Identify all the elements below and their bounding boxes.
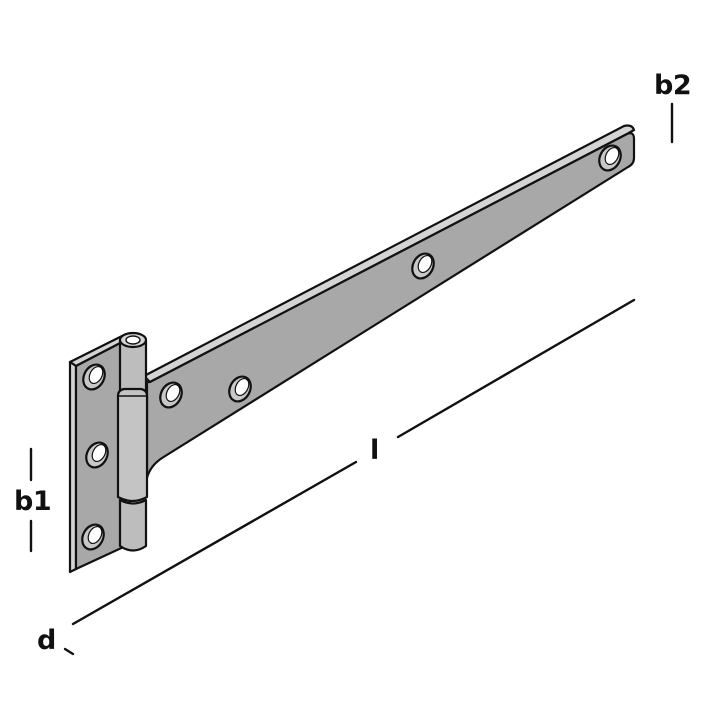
plate-hole-2 [85,441,109,469]
plate-hole-3 [81,523,105,551]
plate [68,332,132,574]
knuckle-top-segment [118,339,148,397]
pin-hole [125,335,141,345]
label-b1: b1 [14,486,52,517]
dimension-lines [29,102,674,656]
strap-hole-2 [228,375,252,403]
label-d: d [37,625,56,656]
strap-hole-3 [411,252,435,280]
dim-tick-d [63,647,75,656]
strap-hole-4 [598,144,622,172]
dim-line-l-upper [396,298,636,439]
knuckle [116,331,149,552]
dim-line-l-lower [71,460,358,626]
knuckle-middle-segment [116,387,149,503]
label-l: l [370,435,379,466]
strap [142,124,636,480]
label-b2: b2 [654,70,692,101]
knuckle-bottom-segment [118,498,148,552]
plate-hole-1 [82,363,106,391]
strap-face [145,132,636,480]
strap-hole-1 [159,381,183,409]
